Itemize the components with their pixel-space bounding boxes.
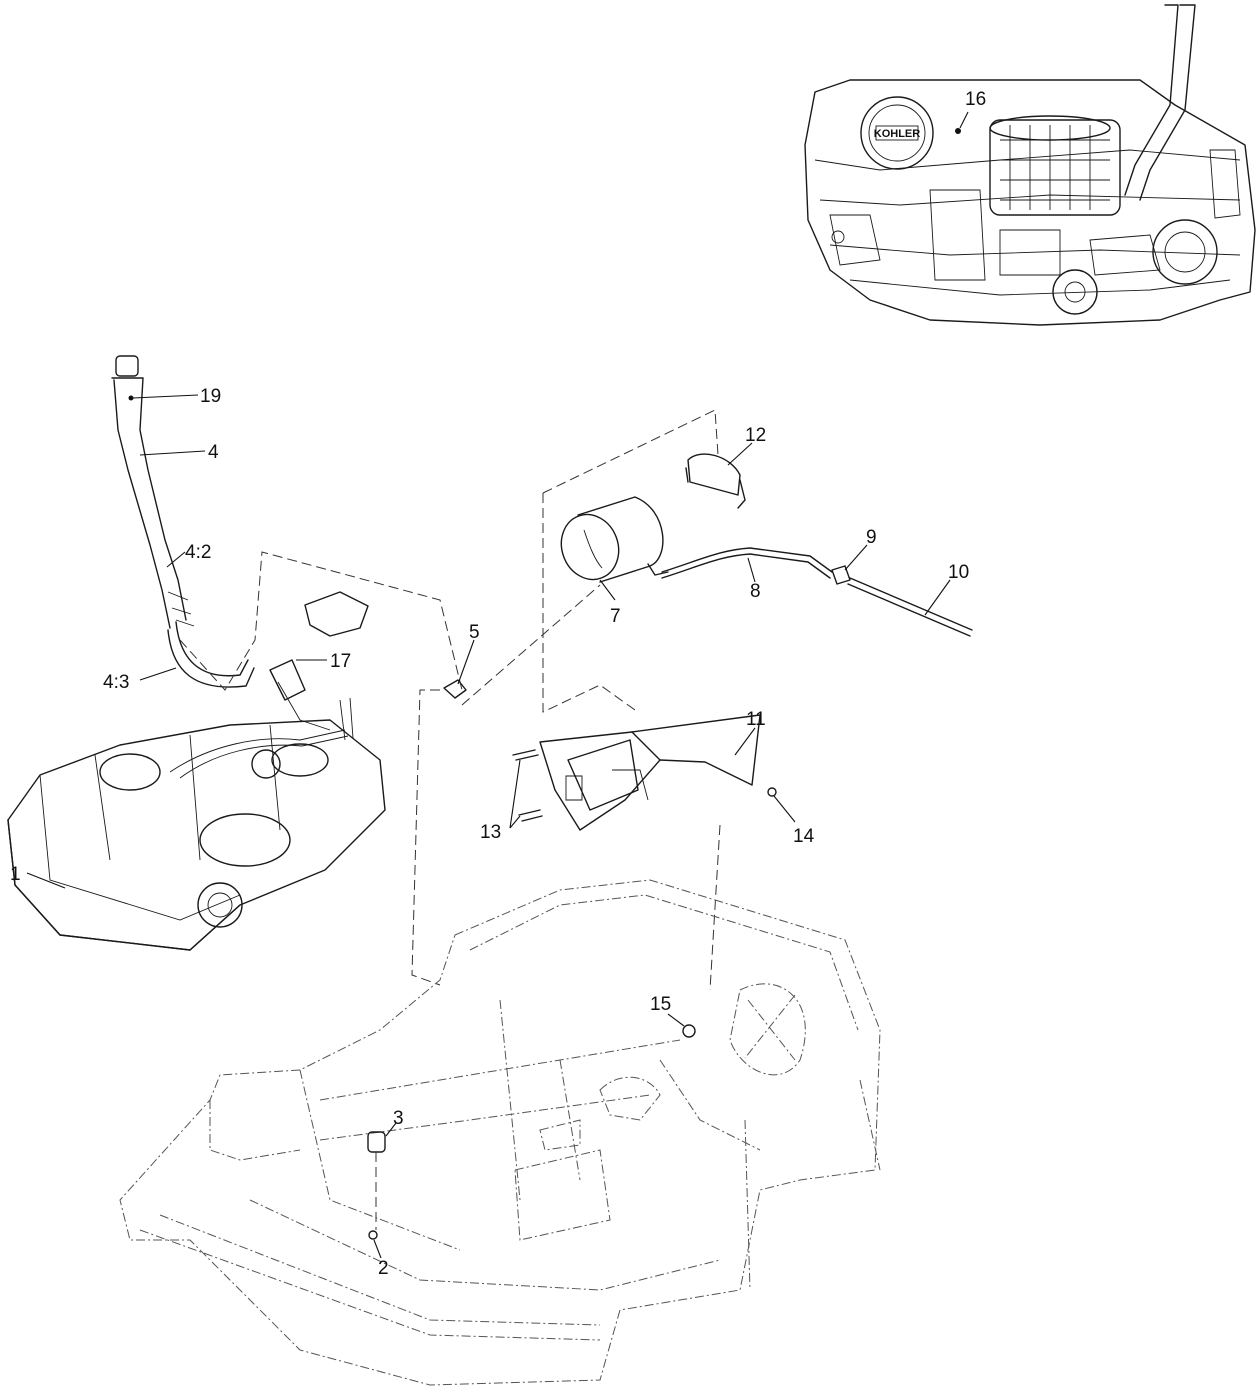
fuel-cap-marker — [955, 128, 961, 134]
callout-4: 4 — [208, 442, 219, 463]
callout-labels: 1 2 3 4 4:2 4:3 5 7 8 9 10 11 12 13 14 1… — [10, 89, 986, 1279]
callout-1: 1 — [10, 864, 21, 885]
callout-8: 8 — [750, 581, 761, 602]
callout-11: 11 — [746, 709, 766, 730]
callout-9: 9 — [866, 527, 877, 548]
callout-7: 7 — [610, 606, 621, 627]
callout-2: 2 — [378, 1258, 389, 1279]
callout-4-3: 4:3 — [103, 672, 129, 693]
canister-strap — [685, 453, 746, 509]
leader-lines — [26, 394, 951, 1259]
callout-16: 16 — [965, 89, 986, 110]
svg-text:KOHLER: KOHLER — [874, 128, 921, 140]
callout-13: 13 — [480, 822, 501, 843]
callout-15: 15 — [650, 994, 671, 1015]
kohler-logo: KOHLER — [874, 125, 921, 141]
callout-3: 3 — [393, 1108, 404, 1129]
callout-14: 14 — [793, 826, 815, 847]
canister-bracket — [539, 714, 761, 831]
callout-17: 17 — [330, 651, 351, 672]
callout-19: 19 — [200, 386, 221, 407]
callout-12: 12 — [745, 425, 766, 446]
engine-inset: KOHLER — [804, 4, 1256, 326]
frame-bumper — [367, 1131, 386, 1240]
mower-frame — [119, 879, 881, 1386]
fuel-tank — [7, 591, 386, 951]
vent-screw-marker — [128, 395, 134, 401]
filler-neck — [111, 355, 255, 688]
clamp — [443, 679, 467, 699]
callout-4-2: 4:2 — [185, 542, 211, 563]
callout-5: 5 — [469, 622, 480, 643]
charcoal-canister — [560, 496, 669, 583]
frame-nut — [682, 1024, 696, 1038]
callout-10: 10 — [948, 562, 969, 583]
